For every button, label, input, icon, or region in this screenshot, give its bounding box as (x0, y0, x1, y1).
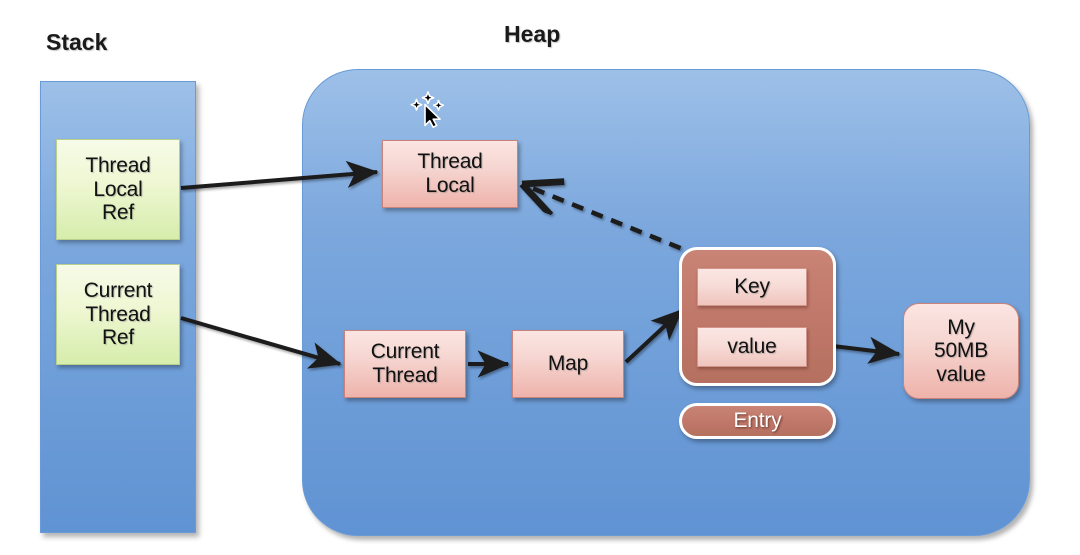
box-key-label: Key (734, 275, 770, 299)
box-thread-local-line1: Thread (417, 150, 483, 174)
box-current-thread-ref[interactable]: Current Thread Ref (56, 264, 180, 365)
box-thread-local-ref[interactable]: Thread Local Ref (56, 139, 180, 240)
entry-label-text: Entry (733, 409, 782, 433)
box-key[interactable]: Key (697, 268, 807, 306)
box-current-thread-line2: Thread (372, 364, 438, 387)
box-my-value-line1: My (947, 315, 975, 339)
box-thread-local-ref-line2: Local (93, 177, 143, 201)
box-thread-local-line2: Local (425, 174, 475, 197)
box-value[interactable]: value (697, 327, 807, 367)
box-value-label: value (727, 335, 777, 359)
box-current-thread-ref-line3: Ref (101, 326, 135, 350)
box-current-thread-ref-line1: Current (83, 279, 153, 303)
box-current-thread[interactable]: Current Thread (344, 330, 466, 398)
box-my-value-line2: 50MB (933, 339, 989, 363)
box-map[interactable]: Map (512, 330, 624, 398)
box-map-label: Map (547, 352, 589, 376)
box-current-thread-ref-line2: Thread (85, 302, 151, 326)
box-my-value-line3: value (936, 362, 986, 386)
box-current-thread-line1: Current (370, 340, 440, 364)
box-thread-local-ref-line3: Ref (101, 201, 135, 225)
heap-title: Heap (504, 21, 561, 47)
box-thread-local[interactable]: Thread Local (382, 140, 518, 208)
box-my-value[interactable]: My 50MB value (903, 303, 1019, 399)
box-entry-label[interactable]: Entry (679, 403, 836, 439)
box-thread-local-ref-line1: Thread (85, 154, 151, 178)
stack-title: Stack (46, 29, 108, 55)
